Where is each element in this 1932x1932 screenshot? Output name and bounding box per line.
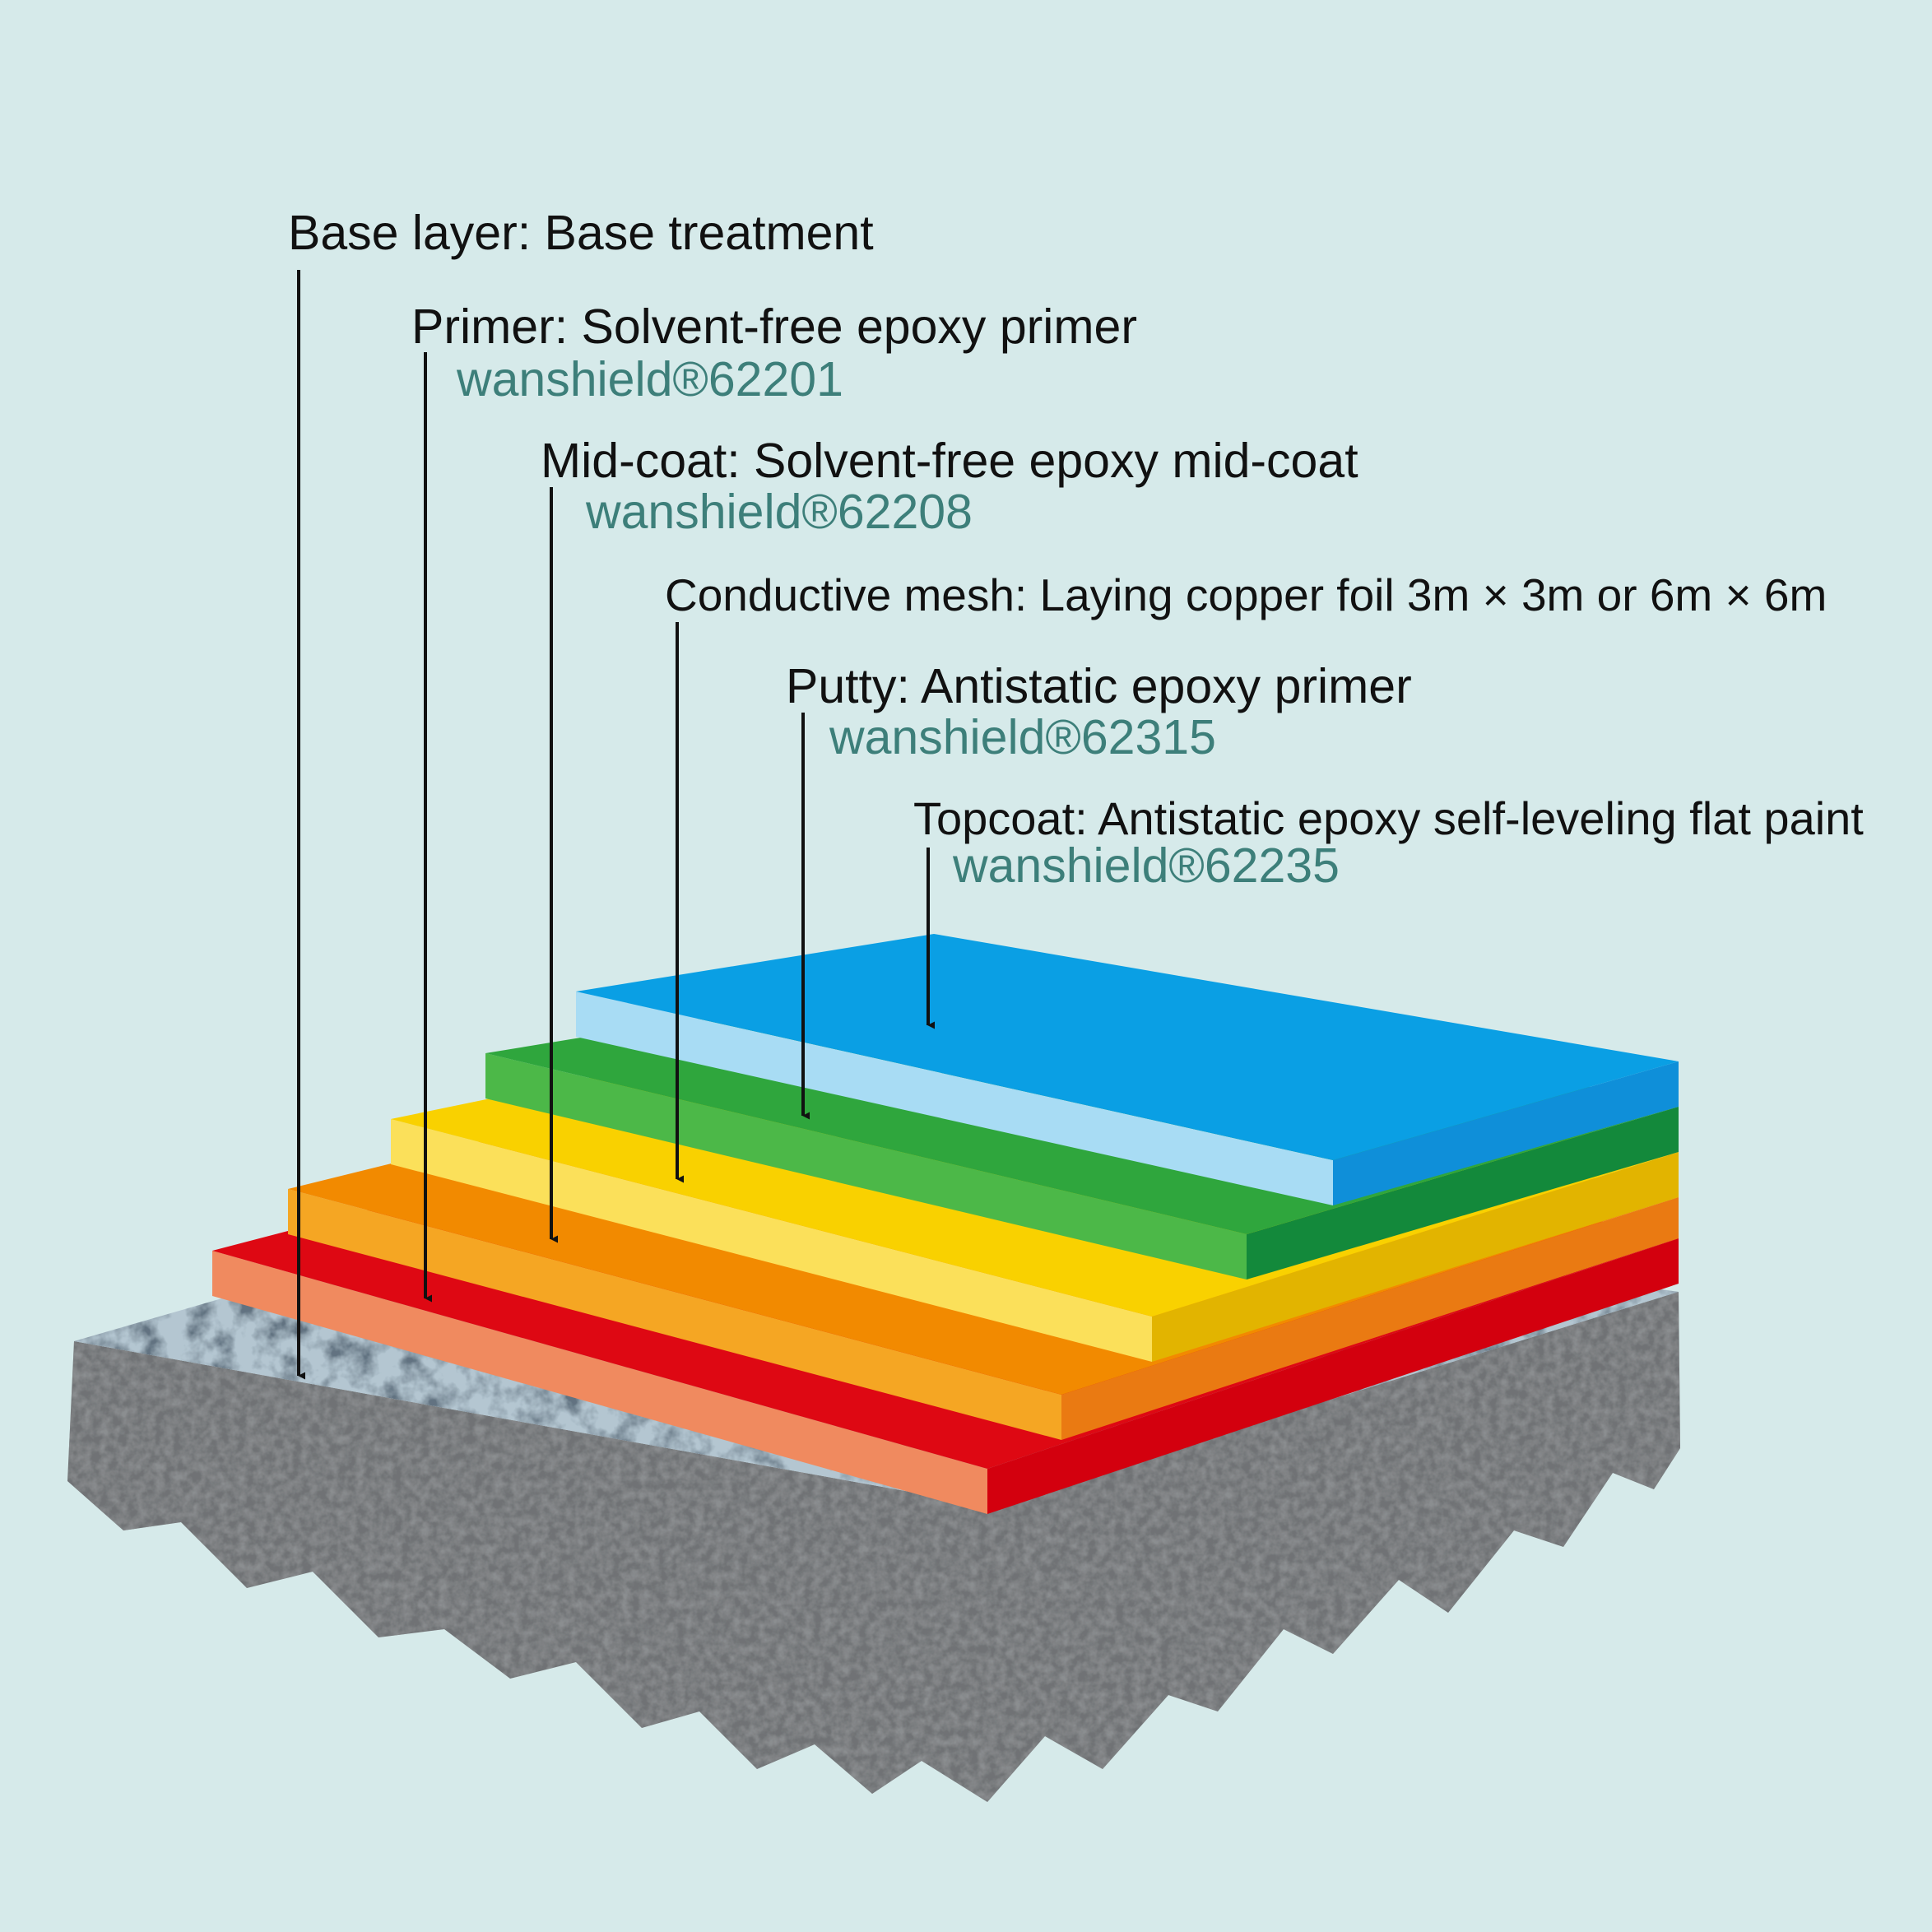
midcoat-label: Mid-coat: Solvent-free epoxy mid-coat	[541, 434, 1358, 488]
primer-label: Primer: Solvent-free epoxy primer	[411, 300, 1138, 354]
primer-side-face	[987, 1238, 1679, 1514]
putty-product-code: wanshield®62315	[829, 710, 1216, 764]
base-layer-label: Base layer: Base treatment	[288, 206, 874, 260]
topcoat-top-face	[576, 934, 1679, 1160]
primer-product-code: wanshield®62201	[457, 352, 843, 406]
topcoat-side-face	[1333, 1061, 1679, 1205]
topcoat-front-face	[576, 992, 1333, 1205]
putty-label: Putty: Antistatic epoxy primer	[786, 659, 1412, 713]
concrete-front-face	[67, 1292, 1680, 1802]
conductive-mesh-label: Conductive mesh: Laying copper foil 3m ×…	[665, 569, 1828, 620]
topcoat-layer	[576, 934, 1679, 1205]
mesh-front-face	[391, 1119, 1152, 1362]
midcoat-side-face	[1061, 1197, 1679, 1440]
primer-front-face	[212, 1251, 987, 1514]
mesh-side-face	[1152, 1152, 1679, 1362]
midcoat-front-face	[288, 1189, 1061, 1440]
putty-side-face	[1247, 1107, 1679, 1279]
topcoat-product-code: wanshield®62235	[953, 838, 1340, 893]
topcoat-label: Topcoat: Antistatic epoxy self-leveling …	[913, 792, 1864, 844]
midcoat-product-code: wanshield®62208	[586, 485, 973, 539]
leader-lines	[297, 270, 936, 1380]
